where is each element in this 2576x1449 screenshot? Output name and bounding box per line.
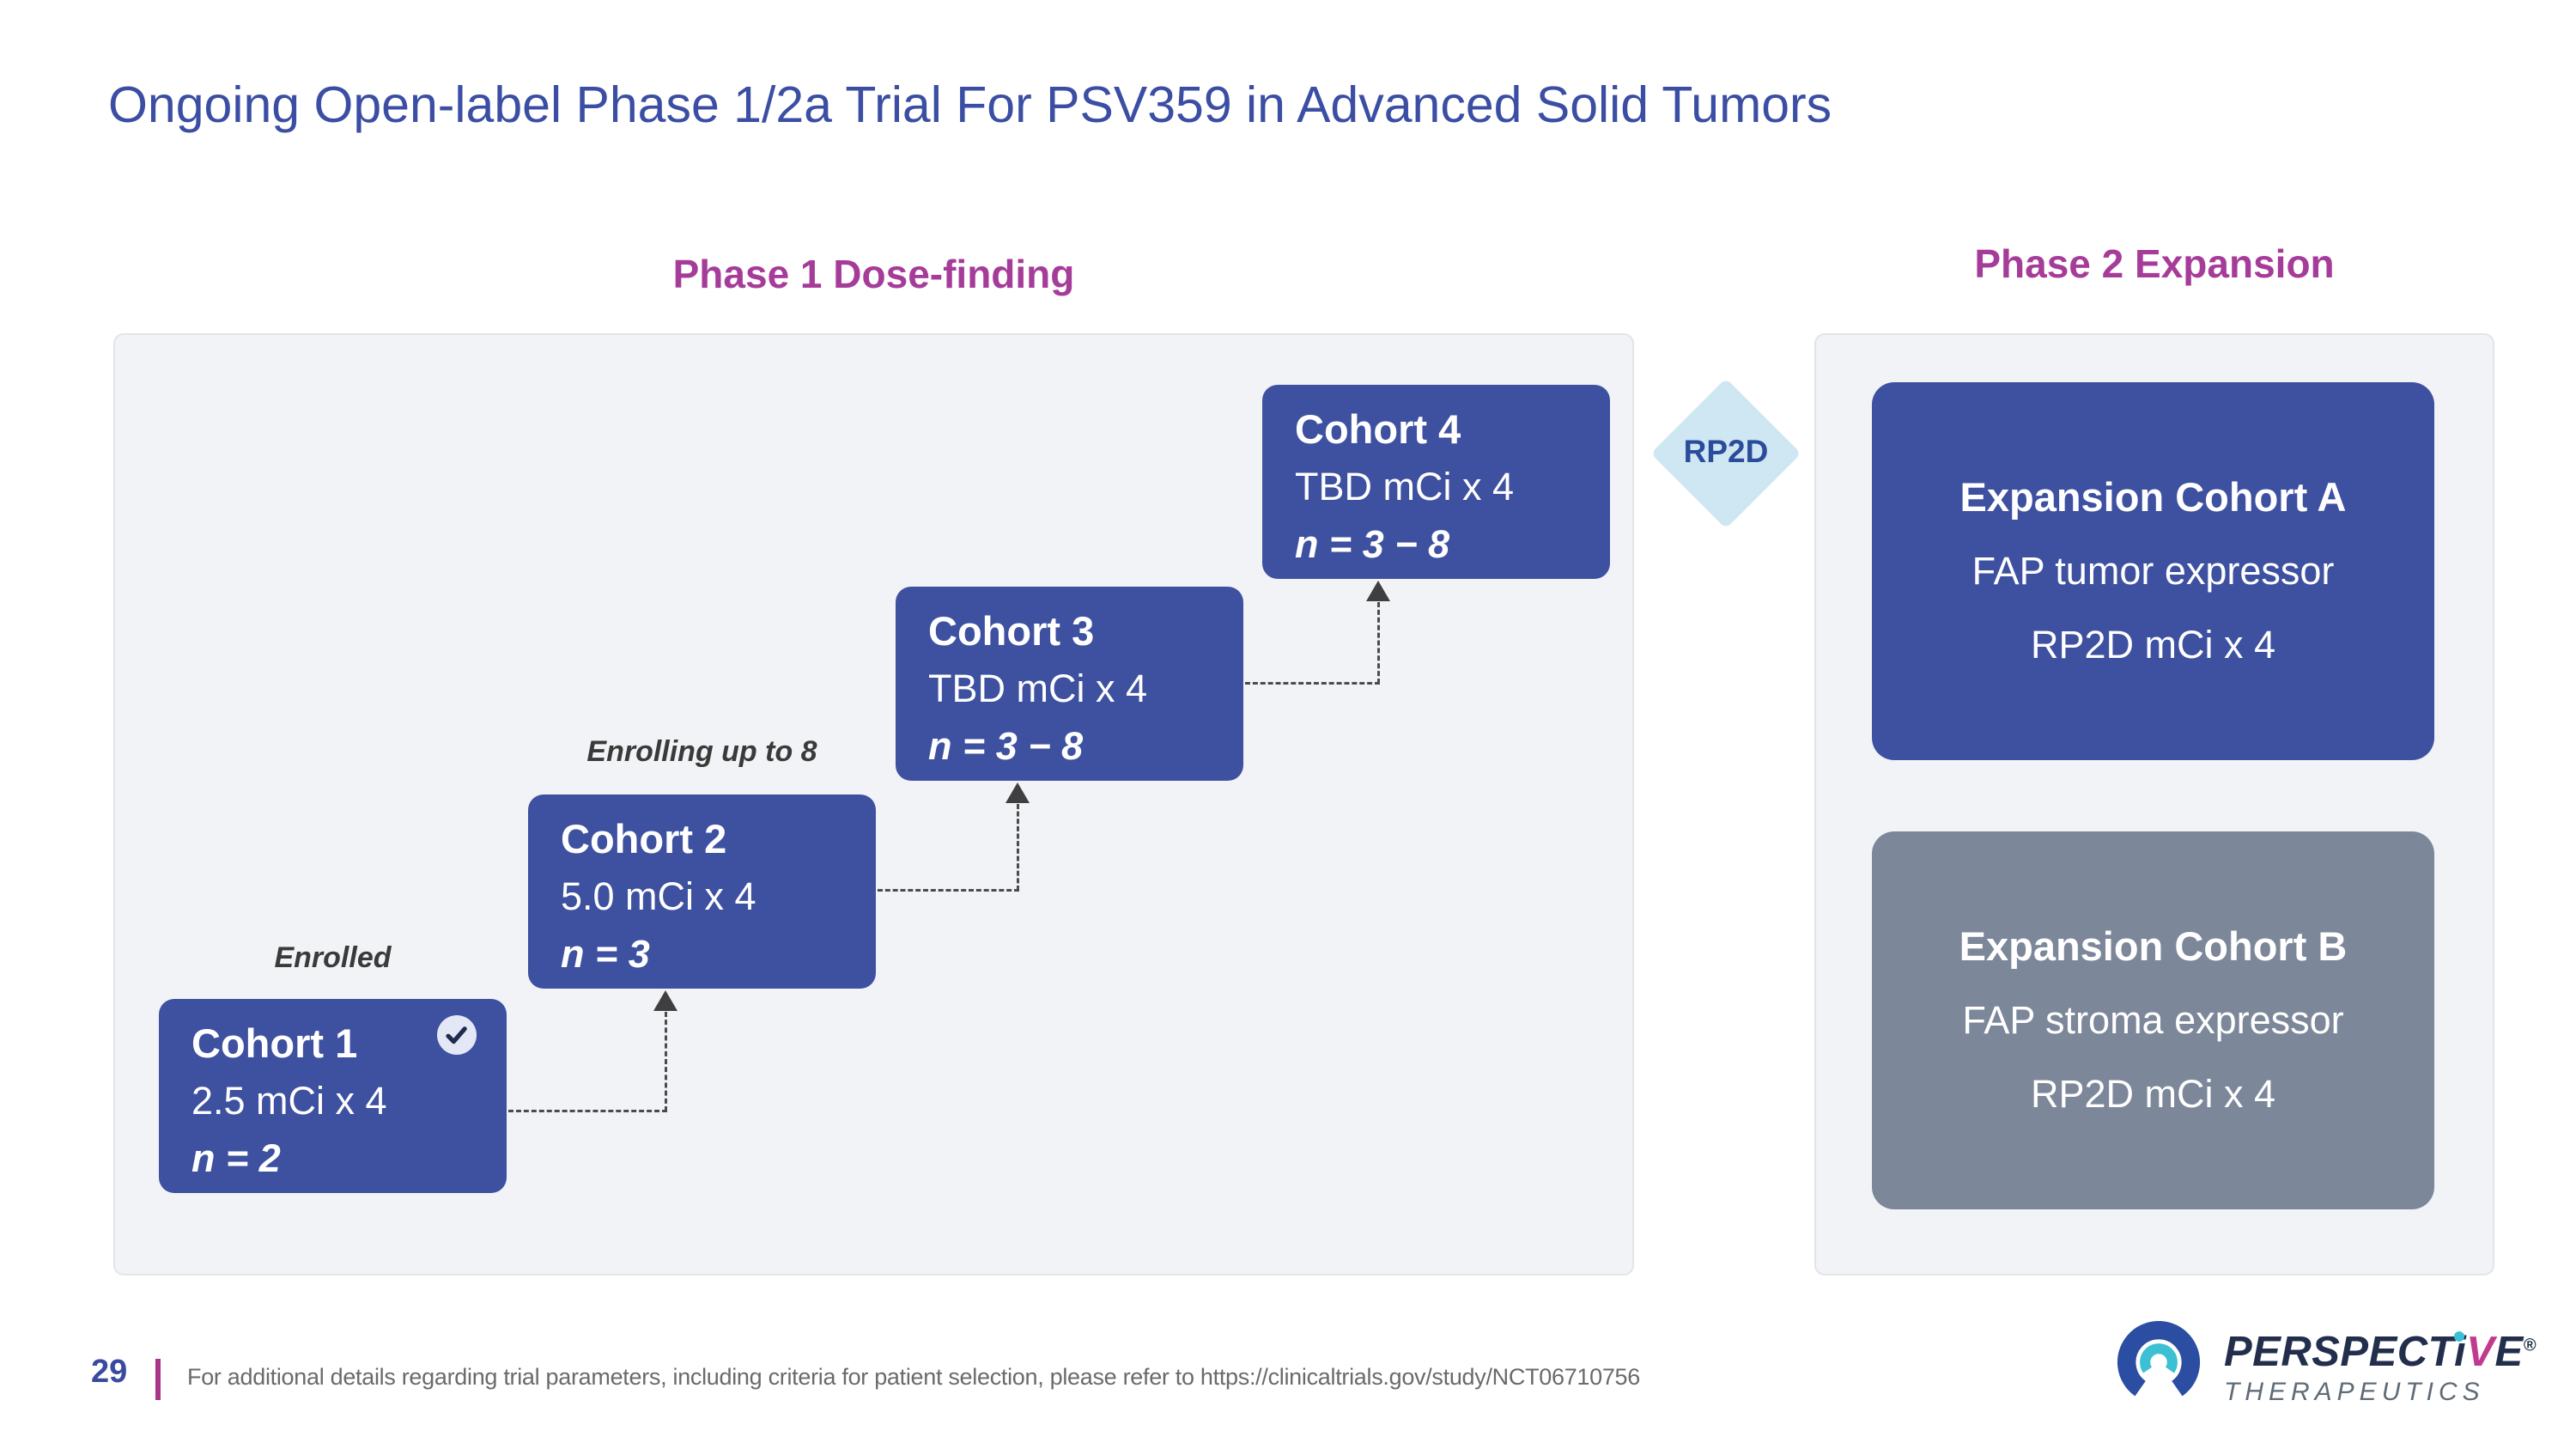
cohort1-enrollment: n = 2 xyxy=(191,1136,281,1180)
brand-letter-i: i xyxy=(2454,1329,2467,1375)
expansion-b-name: Expansion Cohort B xyxy=(1959,923,2348,969)
expansion-b-dose: RP2D mCi x 4 xyxy=(2030,1072,2276,1116)
footer-note: For additional details regarding trial p… xyxy=(187,1364,1640,1390)
cohort1-name: Cohort 1 xyxy=(191,1020,358,1066)
cohort4-dose: TBD mCi x 4 xyxy=(1295,465,1515,508)
logo-tagline: THERAPEUTICS xyxy=(2224,1378,2485,1406)
brand-letter-v: V xyxy=(2466,1329,2495,1375)
cohort1-box: Cohort 1 2.5 mCi x 4 n = 2 xyxy=(159,999,507,1193)
cohort3-box: Cohort 3 TBD mCi x 4 n = 3 − 8 xyxy=(896,587,1243,781)
cohort2-enrollment: n = 3 xyxy=(561,932,650,976)
brand-suffix: E xyxy=(2494,1329,2524,1375)
footer-divider xyxy=(155,1359,161,1400)
phase2-heading: Phase 2 Expansion xyxy=(1974,241,2335,286)
cohort4-name: Cohort 4 xyxy=(1295,406,1461,452)
cohort1-dose: 2.5 mCi x 4 xyxy=(191,1079,387,1123)
phase1-heading: Phase 1 Dose-finding xyxy=(672,252,1075,296)
slide-title: Ongoing Open-label Phase 1/2a Trial For … xyxy=(108,76,1832,133)
logo-arch-icon xyxy=(2111,1320,2207,1403)
cohort4-enrollment: n = 3 − 8 xyxy=(1295,522,1450,566)
expansion-cohort-a-box: Expansion Cohort A FAP tumor expressor R… xyxy=(1872,382,2434,760)
expansion-a-criteria: FAP tumor expressor xyxy=(1971,549,2335,593)
cohort3-dose: TBD mCi x 4 xyxy=(928,667,1148,710)
cohort2-name: Cohort 2 xyxy=(561,816,727,861)
page-number: 29 xyxy=(91,1354,128,1390)
enrolled-check-icon xyxy=(436,1014,477,1056)
cohort3-name: Cohort 3 xyxy=(928,608,1095,654)
expansion-b-criteria: FAP stroma expressor xyxy=(1962,998,2344,1042)
cohort1-status-label: Enrolled xyxy=(274,941,392,974)
expansion-cohort-b-box: Expansion Cohort B FAP stroma expressor … xyxy=(1872,831,2434,1209)
logo-wordmark: PERSPECTiVE® THERAPEUTICS xyxy=(2224,1328,2537,1407)
cohort2-status-label: Enrolling up to 8 xyxy=(586,735,817,768)
perspective-therapeutics-logo: PERSPECTiVE® THERAPEUTICS xyxy=(2111,1320,2540,1416)
expansion-a-dose: RP2D mCi x 4 xyxy=(2030,623,2276,667)
cohort3-enrollment: n = 3 − 8 xyxy=(928,724,1084,768)
cohort4-box: Cohort 4 TBD mCi x 4 n = 3 − 8 xyxy=(1262,385,1610,579)
rp2d-label: RP2D xyxy=(1683,434,1769,469)
expansion-a-name: Expansion Cohort A xyxy=(1959,474,2347,520)
cohort2-dose: 5.0 mCi x 4 xyxy=(561,874,756,918)
brand-prefix: PERSPECT xyxy=(2224,1329,2455,1375)
registered-mark: ® xyxy=(2523,1336,2537,1355)
cohort2-box: Cohort 2 5.0 mCi x 4 n = 3 xyxy=(528,795,876,989)
